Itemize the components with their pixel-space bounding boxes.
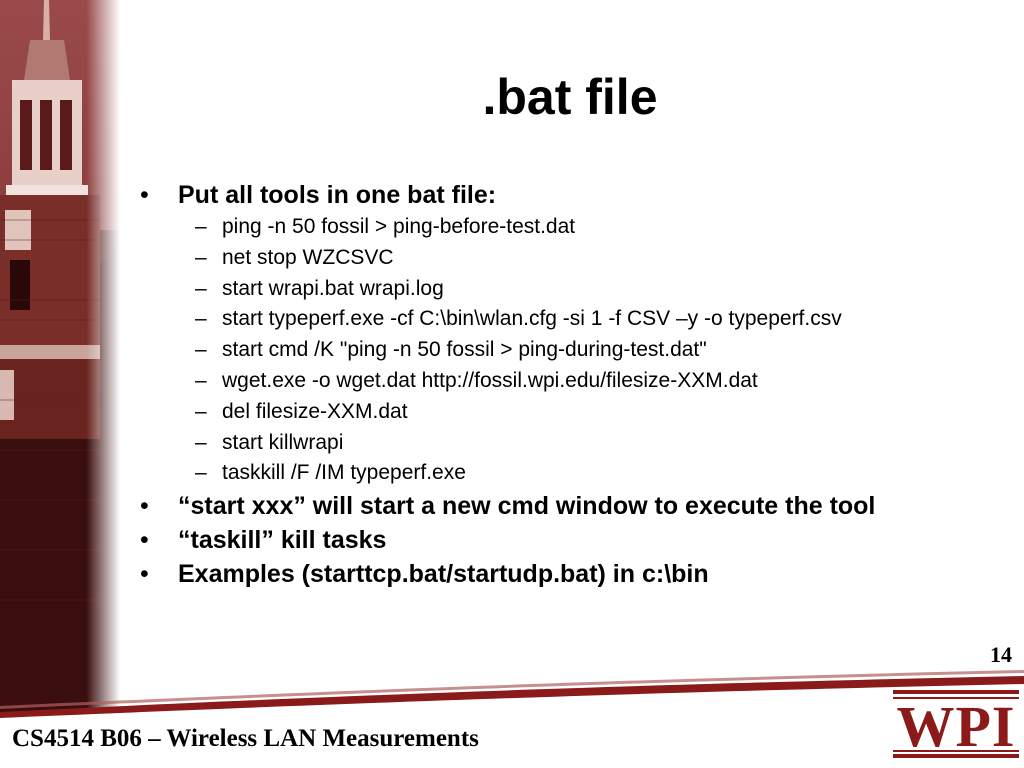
sub-bullet-text: del filesize-XXM.dat [222, 399, 408, 423]
sub-bullet-item: – start wrapi.bat wrapi.log [140, 274, 1000, 305]
dash-glyph: – [195, 276, 207, 300]
sub-bullet-text: start cmd /K "ping -n 50 fossil > ping-d… [222, 338, 707, 362]
sub-bullet-text: net stop WZCSVC [222, 245, 394, 269]
clock-tower-photo [0, 0, 120, 712]
dash-glyph: – [195, 215, 207, 238]
sub-bullet-item: – net stop WZCSVC [140, 243, 1000, 274]
footer-swoosh [0, 670, 1024, 718]
sub-bullet-item: – taskkill /F /IM typeperf.exe [140, 458, 1000, 489]
sub-bullet-item: – start killwrapi [140, 428, 1000, 459]
bullet-glyph: • [140, 560, 149, 589]
svg-text:WPI: WPI [897, 694, 1016, 758]
bullet-item: • “start xxx” will start a new cmd windo… [140, 489, 1000, 523]
sub-bullet-item: – start cmd /K "ping -n 50 fossil > ping… [140, 335, 1000, 366]
dash-glyph: – [195, 461, 207, 485]
sub-bullet-text: start wrapi.bat wrapi.log [222, 276, 444, 300]
footer-course-title: CS4514 B06 – Wireless LAN Measurements [12, 725, 479, 752]
bullet-item: • “taskill” kill tasks [140, 523, 1000, 557]
sub-bullet-item: – del filesize-XXM.dat [140, 397, 1000, 428]
sub-bullet-text: wget.exe -o wget.dat http://fossil.wpi.e… [222, 368, 758, 392]
wpi-logo: WPI [893, 690, 1019, 758]
sub-bullet-text: taskkill /F /IM typeperf.exe [222, 461, 466, 485]
slide-title: .bat file [482, 69, 658, 125]
bullet-text: “taskill” kill tasks [178, 526, 387, 555]
bullet-glyph: • [140, 181, 149, 209]
bullet-item: • Put all tools in one bat file: [140, 178, 1000, 212]
page-number: 14 [990, 642, 1012, 667]
sub-bullet-text: ping -n 50 fossil > ping-before-test.dat [222, 215, 576, 238]
bullet-item: • Examples (starttcp.bat/startudp.bat) i… [140, 557, 1000, 591]
bullet-glyph: • [140, 526, 149, 555]
dash-glyph: – [195, 245, 207, 269]
bullet-text: Put all tools in one bat file: [178, 181, 497, 209]
bullet-text: “start xxx” will start a new cmd window … [178, 492, 876, 521]
dash-glyph: – [195, 338, 207, 362]
sub-bullet-item: – wget.exe -o wget.dat http://fossil.wpi… [140, 366, 1000, 397]
sub-bullet-item: – ping -n 50 fossil > ping-before-test.d… [140, 212, 1000, 243]
sub-bullet-text: start typeperf.exe -cf C:\bin\wlan.cfg -… [222, 307, 842, 331]
bullet-list: • Put all tools in one bat file: – ping … [140, 178, 1000, 591]
bullet-text: Examples (starttcp.bat/startudp.bat) in … [178, 560, 709, 589]
dash-glyph: – [195, 368, 207, 392]
dash-glyph: – [195, 307, 207, 331]
dash-glyph: – [195, 399, 207, 423]
bullet-glyph: • [140, 492, 149, 521]
sub-bullet-text: start killwrapi [222, 430, 344, 454]
sub-bullet-item: – start typeperf.exe -cf C:\bin\wlan.cfg… [140, 304, 1000, 335]
dash-glyph: – [195, 430, 207, 454]
